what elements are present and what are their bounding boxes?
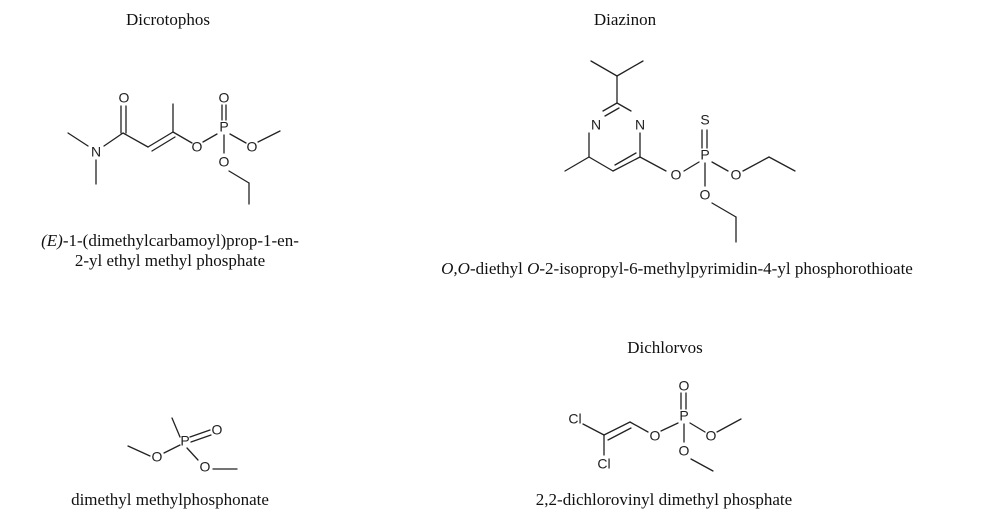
compound-name: Diazinon [593, 10, 657, 29]
iupac-name: dimethyl methylphosphonate [71, 490, 269, 509]
atom-o: O [706, 428, 717, 444]
atom-o: O [119, 90, 130, 106]
iupac-fragment: -2-isopropyl-6-methylpyrimidin-4-yl phos… [539, 259, 913, 278]
iupac-name: O,O-diethyl O-2-isopropyl-6-methylpyrimi… [441, 259, 913, 279]
atom-o: O [200, 459, 211, 475]
atom-p: P [679, 408, 688, 424]
iupac-fragment: -diethyl [469, 259, 528, 278]
atom-o: O [219, 154, 230, 170]
atom-o: O [679, 378, 690, 394]
stereo-descriptor: (E) [41, 231, 63, 250]
atom-o: O [671, 167, 682, 183]
iupac-locant: O [527, 259, 540, 278]
dmmp-structure: P O O O [127, 417, 238, 475]
iupac-name-line2: 2-yl ethyl methyl phosphate [74, 251, 266, 270]
atom-o: O [700, 187, 711, 203]
atom-cl: Cl [597, 456, 610, 472]
iupac-locant: O,O [441, 259, 470, 278]
diazinon-structure: N N S P O O O [564, 60, 796, 243]
compound-name: Dichlorvos [627, 338, 703, 357]
atom-o: O [247, 139, 258, 155]
atom-p: P [219, 119, 228, 135]
atom-n: N [635, 117, 645, 133]
atom-s: S [700, 112, 709, 128]
atom-o: O [212, 422, 223, 438]
iupac-name-line1: -1-(dimethylcarbamoyl)prop-1-en- [62, 231, 299, 250]
iupac-name: (E)-1-(dimethylcarbamoyl)prop-1-en- 2-yl… [41, 231, 299, 271]
atom-o: O [679, 443, 690, 459]
atom-o: O [152, 449, 163, 465]
atom-o: O [192, 139, 203, 155]
atom-o: O [219, 90, 230, 106]
atom-n: N [91, 144, 101, 160]
dicrotophos-structure: O N O P O O O [67, 90, 281, 205]
atom-n: N [591, 117, 601, 133]
atom-o: O [731, 167, 742, 183]
atom-p: P [700, 147, 709, 163]
atom-o: O [650, 428, 661, 444]
compound-name: Dicrotophos [125, 10, 211, 29]
iupac-name: 2,2-dichlorovinyl dimethyl phosphate [535, 490, 793, 509]
atom-p: P [180, 433, 189, 449]
atom-cl: Cl [568, 411, 581, 427]
